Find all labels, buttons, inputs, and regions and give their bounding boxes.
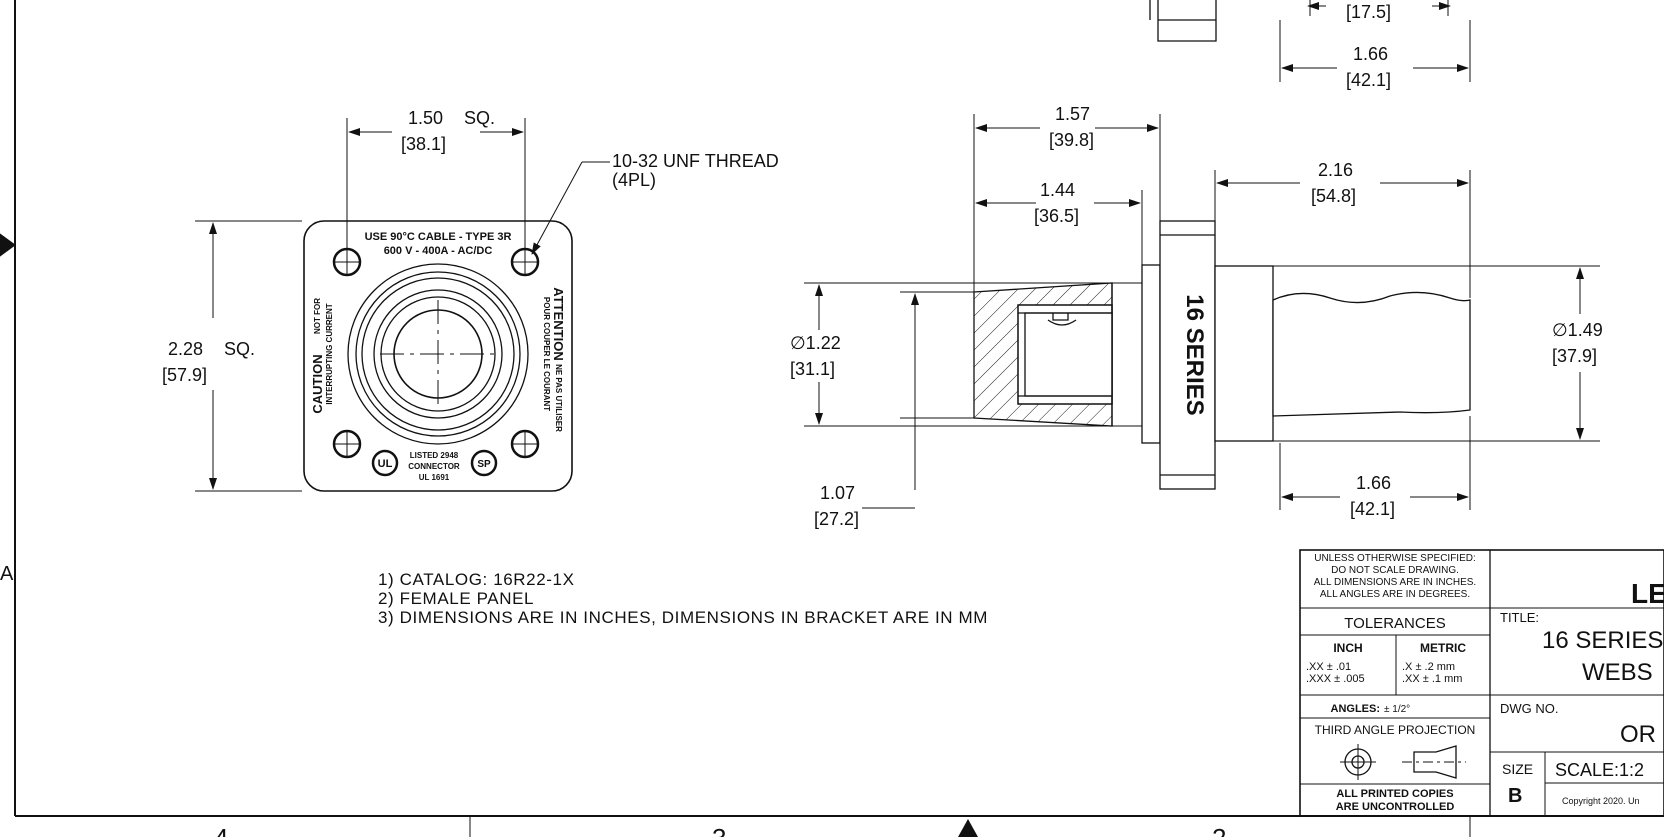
panel-text-interrupting: INTERRUPTING CURRENT <box>325 303 334 404</box>
thread-callout-line1: 10-32 UNF THREAD <box>612 151 779 171</box>
thread-callout-line2: (4PL) <box>612 170 656 190</box>
note-2: 2) FEMALE PANEL <box>378 589 535 608</box>
title-block <box>1299 549 1664 817</box>
drawing-notes: 1) CATALOG: 16R22-1X 2) FEMALE PANEL 3) … <box>378 570 988 627</box>
tb-inch-tol2: .XXX ± .005 <box>1306 673 1365 685</box>
tb-metric-tol1: .X ± .2 mm <box>1402 661 1455 673</box>
tb-tolerances: TOLERANCES <box>1344 615 1445 632</box>
dim-width-suffix: SQ. <box>464 108 495 128</box>
panel-text-attention: ATTENTION <box>551 287 566 360</box>
zone-number-3: 3 <box>712 823 726 837</box>
tb-size-value: B <box>1508 785 1522 807</box>
dim-dia-149-mm: [37.9] <box>1552 346 1597 366</box>
flange <box>1159 220 1216 490</box>
centering-mark-left <box>0 233 16 257</box>
panel-text-couper: POUR COUPER LE COURANT <box>542 297 551 411</box>
company-logo: LE <box>1631 578 1664 609</box>
dim-height-suffix: SQ. <box>224 339 255 359</box>
tb-printed2: ARE UNCONTROLLED <box>1336 801 1455 813</box>
zone-letter: A <box>0 563 14 585</box>
dim-107-inch: 1.07 <box>820 483 855 503</box>
dim-144-inch: 1.44 <box>1040 180 1075 200</box>
dim-height-mm: [57.9] <box>162 365 207 385</box>
tb-scale: SCALE:1:2 <box>1555 760 1644 780</box>
dim-height-inch: 2.28 <box>168 339 203 359</box>
dim-216-mm: [54.8] <box>1311 186 1356 206</box>
panel-text-not-for: NOT FOR <box>313 298 322 334</box>
panel-text-top2: 600 V - 400A - AC/DC <box>384 245 493 257</box>
tb-title-label: TITLE: <box>1500 610 1539 625</box>
cable-body <box>1272 291 1471 417</box>
collar <box>1214 265 1274 442</box>
dim-144-mm: [36.5] <box>1034 206 1079 226</box>
mounting-holes <box>332 247 540 459</box>
dim-166-top-mm: [42.1] <box>1346 70 1391 90</box>
dim-width-inch: 1.50 <box>408 108 443 128</box>
zone-number-2: 2 <box>1212 823 1226 837</box>
dim-166-bottom-mm: [42.1] <box>1350 499 1395 519</box>
tb-inch-tol1: .XX ± .01 <box>1306 661 1351 673</box>
tb-metric-tol2: .XX ± .1 mm <box>1402 673 1462 685</box>
tb-title-line2: WEBS <box>1582 659 1653 686</box>
tb-copyright: Copyright 2020. Un <box>1562 796 1640 806</box>
dim-166-top-inch: 1.66 <box>1353 44 1388 64</box>
csa-logo: SP <box>470 449 498 477</box>
svg-text:UL: UL <box>378 458 393 470</box>
dim-157-inch: 1.57 <box>1055 104 1090 124</box>
note-1: 1) CATALOG: 16R22-1X <box>378 570 575 589</box>
tb-spec2: DO NOT SCALE DRAWING. <box>1331 565 1459 576</box>
dim-dia-122-inch: ∅1.22 <box>790 333 841 353</box>
tb-spec3: ALL DIMENSIONS ARE IN INCHES. <box>1314 577 1476 588</box>
panel-text-caution: CAUTION <box>310 354 325 413</box>
zone-number-4: 4 <box>214 823 228 837</box>
dim-dia-149-inch: ∅1.49 <box>1552 320 1603 340</box>
tb-size-label: SIZE <box>1502 761 1533 777</box>
dim-width-mm: [38.1] <box>401 134 446 154</box>
side-view-dimension-lines <box>804 0 1600 510</box>
note-3: 3) DIMENSIONS ARE IN INCHES, DIMENSIONS … <box>378 608 988 627</box>
ul-logo: UL <box>371 449 399 477</box>
front-view: USE 90°C CABLE - TYPE 3R 600 V - 400A - … <box>303 220 573 492</box>
side-view <box>973 0 1471 490</box>
flange-label: 16 SERIES <box>1181 294 1208 415</box>
tb-projection: THIRD ANGLE PROJECTION <box>1315 723 1476 737</box>
tb-dwg-label: DWG NO. <box>1500 701 1559 716</box>
receptacle-rings <box>347 263 529 445</box>
tb-dwg-value: OR <box>1620 721 1656 748</box>
tb-printed1: ALL PRINTED COPIES <box>1336 788 1453 800</box>
tb-spec4: ALL ANGLES ARE IN DEGREES. <box>1320 589 1470 600</box>
dim-107-mm: [27.2] <box>814 509 859 529</box>
tb-angles-value: ± 1/2° <box>1384 704 1410 715</box>
tb-title-line1: 16 SERIES <box>1542 627 1663 654</box>
dim-top-right-mm: [17.5] <box>1346 2 1391 22</box>
svg-text:SP: SP <box>477 459 491 470</box>
panel-outline <box>303 220 573 492</box>
washer <box>1141 264 1161 444</box>
panel-text-ne-pas: NE PAS UTILISER <box>554 364 563 432</box>
panel-text-connector: CONNECTOR <box>408 462 460 471</box>
tb-spec1: UNLESS OTHERWISE SPECIFIED: <box>1314 553 1476 564</box>
dim-166-bottom-inch: 1.66 <box>1356 473 1391 493</box>
panel-text-listed: LISTED 2948 <box>410 451 459 460</box>
dim-157-mm: [39.8] <box>1049 130 1094 150</box>
panel-text-top1: USE 90°C CABLE - TYPE 3R <box>365 231 512 243</box>
tb-angles-label: ANGLES: <box>1331 703 1381 715</box>
dim-dia-122-mm: [31.1] <box>790 359 835 379</box>
tb-inch-header: INCH <box>1333 641 1362 655</box>
panel-text-ul: UL 1691 <box>419 473 450 482</box>
front-view-dimension-lines <box>195 118 610 492</box>
tb-metric-header: METRIC <box>1420 641 1466 655</box>
centering-mark-bottom <box>958 819 978 837</box>
dim-216-inch: 2.16 <box>1318 160 1353 180</box>
